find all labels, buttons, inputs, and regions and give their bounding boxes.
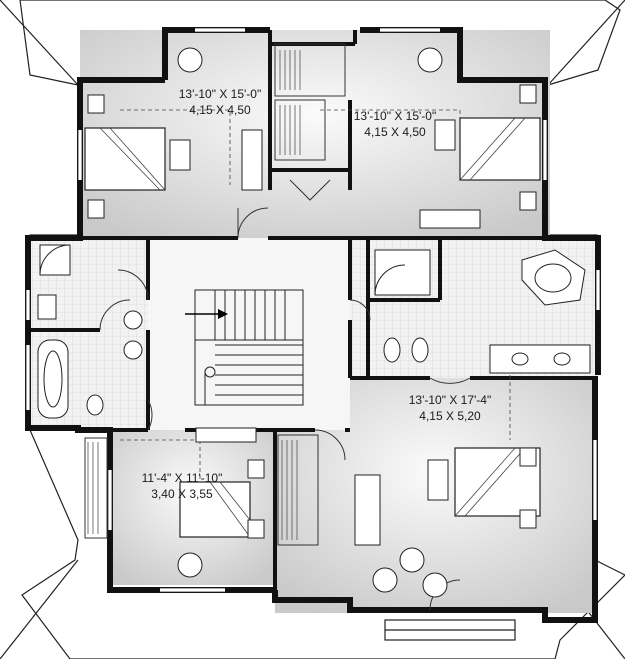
window-frames [25, 27, 601, 593]
staircase [194, 289, 304, 406]
door-swings [99, 179, 471, 611]
stair-arrow [185, 309, 228, 319]
balcony [384, 619, 516, 641]
bed-covers [99, 117, 526, 538]
closet-shelving [87, 50, 301, 540]
room-label-bedroom-sw: 11'-4" X 11'-10" 3,40 X 3,55 [132, 470, 232, 502]
room-dimension-imperial: 11'-4" X 11'-10" [141, 471, 223, 485]
room-dimension-metric: 3,40 X 3,55 [151, 487, 213, 501]
interior-walls [28, 30, 598, 600]
windows [26, 28, 600, 592]
room-label-bedroom-ne: 13'-10" X 15'-0" 4,15 X 4,50 [340, 108, 450, 140]
room-dimension-metric: 4,15 X 4,50 [364, 125, 426, 139]
furniture [87, 84, 537, 546]
chairs [177, 47, 448, 598]
room-label-bedroom-nw: 13'-10" X 15'-0" 4,15 X 4,50 [165, 86, 275, 118]
room-dimension-metric: 4,15 X 4,50 [189, 103, 251, 117]
room-dimension-metric: 4,15 X 5,20 [419, 409, 481, 423]
room-dimension-imperial: 13'-10" X 17'-4" [408, 393, 492, 407]
bath-fixtures [37, 244, 591, 419]
beds [84, 117, 541, 538]
room-dimension-imperial: 13'-10" X 15'-0" [353, 109, 437, 123]
room-dimension-imperial: 13'-10" X 15'-0" [178, 87, 262, 101]
closets [84, 43, 346, 546]
room-label-master-bedroom: 13'-10" X 17'-4" 4,15 X 5,20 [395, 392, 505, 424]
